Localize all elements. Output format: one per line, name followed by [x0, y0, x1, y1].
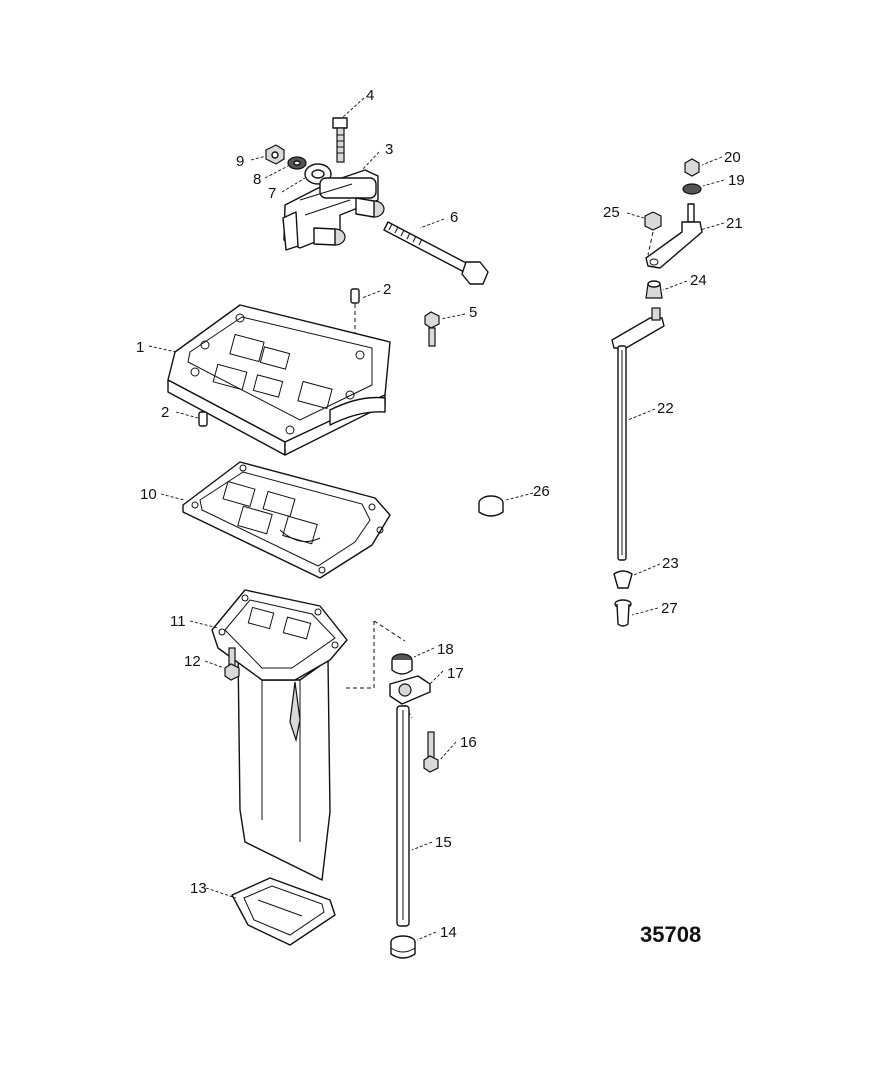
part-14-grommet [390, 935, 416, 959]
part-17-bracket [389, 675, 431, 705]
callout-14: 14 [440, 924, 457, 941]
callout-3: 5 [469, 304, 477, 321]
callout-8: 8 [253, 171, 261, 188]
part-22-rod [611, 307, 665, 561]
callout-9: 9 [236, 153, 244, 170]
figure-number: 35708 [640, 922, 701, 947]
part-2-pin-lower [198, 411, 208, 427]
part-5-bolt [332, 117, 348, 163]
part-25-nut [644, 211, 662, 256]
callout-27: 27 [661, 600, 678, 617]
part-13-seal [231, 877, 336, 946]
callout-15: 15 [435, 834, 452, 851]
part-16-bolt [423, 731, 439, 773]
callout-26: 26 [533, 483, 550, 500]
callout-labels: 4 3 9 8 7 6 2 5 1 2 10 26 11 12 13 18 17… [136, 87, 745, 941]
part-24-bushing [645, 280, 663, 299]
part-21-lever [645, 203, 703, 269]
callout-20: 20 [724, 149, 741, 166]
part-1-adapter-plate [167, 304, 391, 456]
part-12-bolt [224, 647, 240, 681]
callout-11: 11 [170, 613, 186, 630]
leader-lines [148, 97, 725, 941]
callout-16: 16 [460, 734, 477, 751]
callout-10: 10 [140, 486, 157, 503]
part-18-bushing [391, 653, 413, 675]
part-11-exhaust-housing [211, 589, 348, 881]
callout-1: 1 [136, 339, 144, 356]
part-19-washer [682, 183, 702, 195]
callout-13: 13 [190, 880, 207, 897]
callout-19: 19 [728, 172, 745, 189]
callout-6: 6 [450, 209, 458, 226]
part-3-bolt [424, 311, 440, 347]
callout-22: 22 [657, 400, 674, 417]
part-26-grommet [478, 495, 504, 517]
callout-23: 23 [662, 555, 679, 572]
callout-17: 17 [447, 665, 464, 682]
callout-24: 24 [690, 272, 707, 289]
part-27-pin [614, 599, 632, 627]
callout-18: 18 [437, 641, 454, 658]
part-8-washer [287, 156, 307, 170]
callout-25: 25 [603, 204, 620, 221]
part-23-bushing [613, 570, 633, 589]
callout-5: 4 [366, 87, 374, 104]
part-6-bolt [383, 221, 489, 285]
callout-2-lower: 2 [161, 404, 169, 421]
part-10-gasket [182, 461, 391, 579]
part-9-nut [265, 144, 285, 165]
part-20-nut [684, 158, 700, 177]
callout-4: 3 [385, 141, 393, 158]
callout-21: 21 [726, 215, 743, 232]
part-15-shaft [396, 705, 410, 927]
part-4-bracket [282, 169, 385, 251]
callout-12: 12 [184, 653, 201, 670]
callout-2-upper: 2 [383, 281, 391, 298]
callout-7: 7 [268, 185, 276, 202]
